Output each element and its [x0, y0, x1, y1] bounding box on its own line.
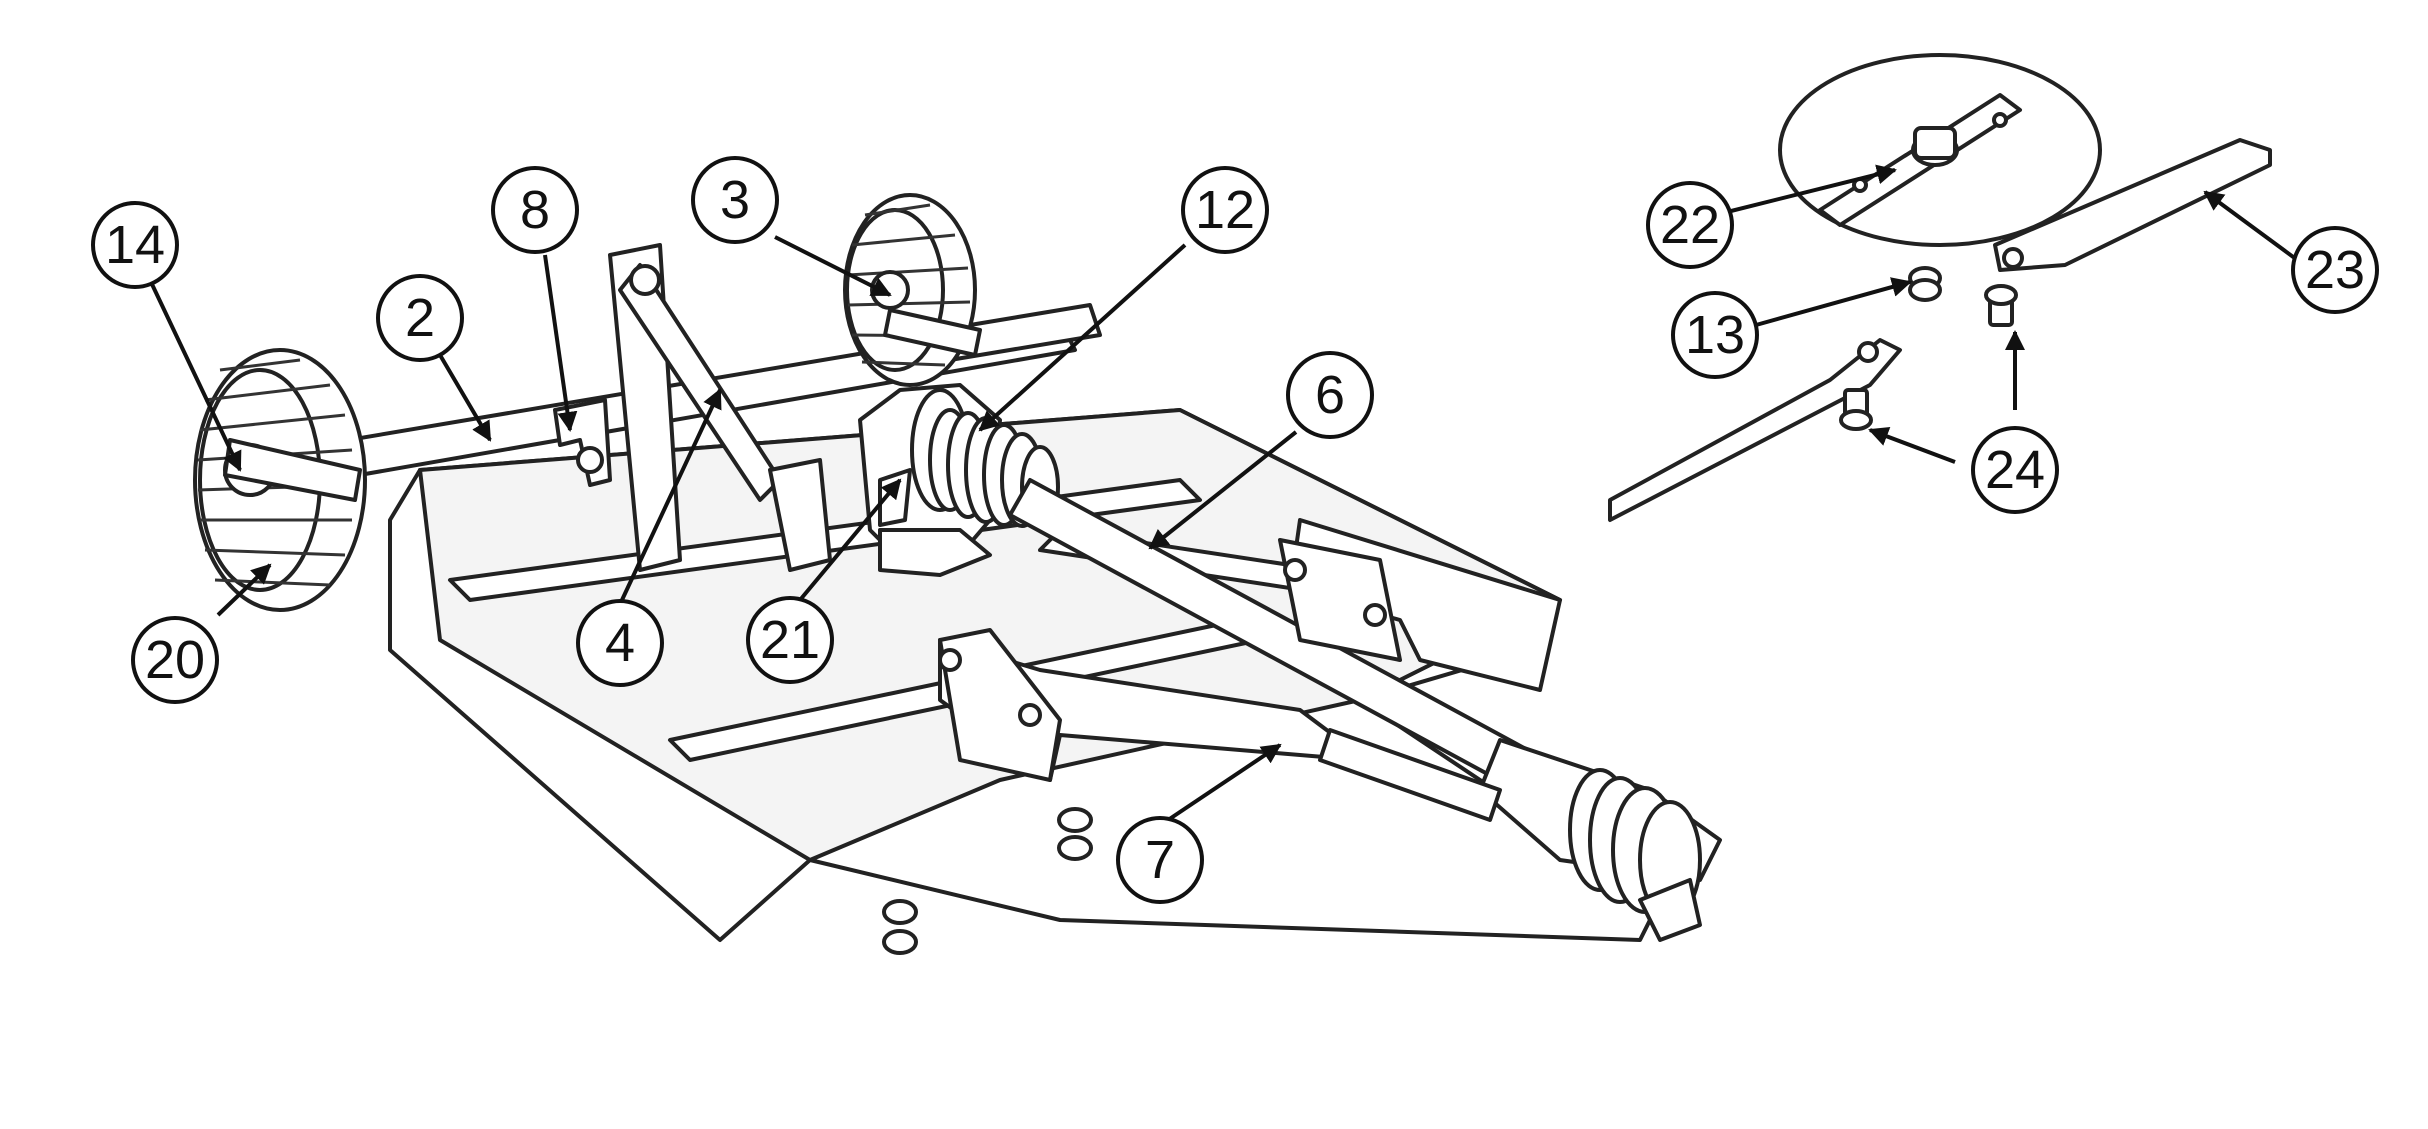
callout-20-label: 20 [145, 630, 205, 690]
callout-6-label: 6 [1315, 365, 1345, 425]
callout-6: 6 [1286, 351, 1374, 439]
blade-carrier [1778, 53, 2102, 247]
callout-8: 8 [491, 166, 579, 254]
pto-yoke [1568, 768, 1702, 942]
callout-13-label: 13 [1685, 305, 1745, 365]
callout-22: 22 [1646, 181, 1734, 269]
callout-2-label: 2 [405, 288, 435, 348]
hardware-nuts [882, 807, 1093, 955]
callout-13: 13 [1671, 291, 1759, 379]
right-wheel [843, 193, 977, 387]
pto-driveline [1008, 478, 1722, 942]
gearbox [858, 383, 1060, 577]
blade-bolts [1839, 284, 2018, 431]
callout-24-label: 24 [1985, 440, 2045, 500]
hitch-bracket [608, 243, 832, 572]
callout-21-label: 21 [760, 610, 820, 670]
leader-lines [148, 164, 2302, 822]
a-frame-hitch [938, 628, 1502, 822]
callout-4: 4 [576, 599, 664, 687]
callout-22-label: 22 [1660, 195, 1720, 255]
callout-4-label: 4 [605, 613, 635, 673]
blade-upper [1993, 138, 2272, 272]
callout-20: 20 [131, 616, 219, 704]
callout-14-label: 14 [105, 215, 165, 275]
callout-3-label: 3 [720, 170, 750, 230]
callout-14: 14 [91, 201, 179, 289]
callout-8-label: 8 [520, 180, 550, 240]
rear-plate [1278, 538, 1402, 662]
blade-lower [1608, 338, 1902, 522]
callout-7: 7 [1116, 816, 1204, 904]
right-wheel-arm [883, 308, 982, 357]
callout-2: 2 [376, 274, 464, 362]
callout-12: 12 [1181, 166, 1269, 254]
callout-7-label: 7 [1145, 830, 1175, 890]
blade-nut [1908, 266, 1942, 302]
callout-24: 24 [1971, 426, 2059, 514]
callout-21: 21 [746, 596, 834, 684]
callout-23-label: 23 [2305, 240, 2365, 300]
callout-23: 23 [2291, 226, 2379, 314]
callout-3: 3 [691, 156, 779, 244]
callout-12-label: 12 [1195, 180, 1255, 240]
